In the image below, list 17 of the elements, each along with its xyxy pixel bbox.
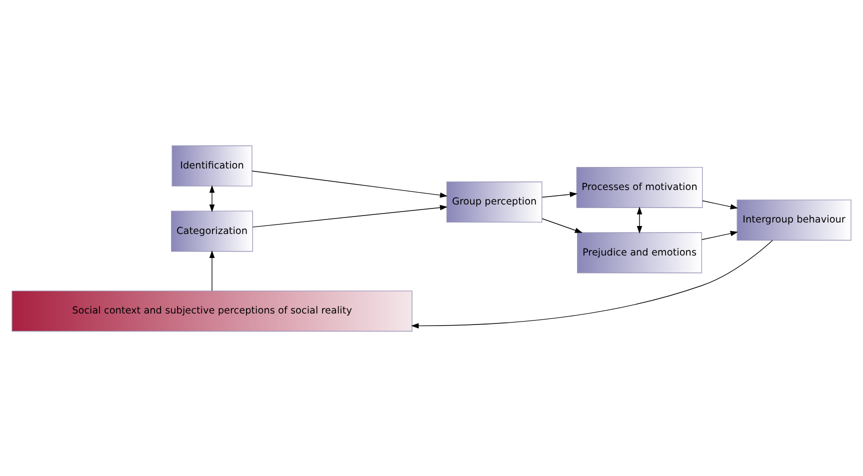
arrow	[542, 191, 578, 198]
arrow	[702, 200, 738, 209]
arrow	[209, 184, 215, 212]
node-box: Intergroup behaviour	[736, 199, 852, 240]
arrow	[636, 206, 642, 234]
node-box: Categorization	[171, 210, 253, 252]
node-box: Identification	[172, 144, 252, 186]
arrow	[702, 230, 738, 240]
node-box: Group perception	[446, 181, 542, 222]
node-box: Social context and subjective perceptions of social reality	[12, 290, 412, 332]
node-box: Processes of motivation	[576, 166, 703, 208]
node-box: Prejudice and emotions	[577, 232, 702, 273]
arrow	[542, 218, 583, 232]
arrow	[411, 240, 773, 328]
arrow	[252, 170, 448, 198]
arrow	[209, 250, 215, 291]
arrow	[252, 204, 448, 227]
